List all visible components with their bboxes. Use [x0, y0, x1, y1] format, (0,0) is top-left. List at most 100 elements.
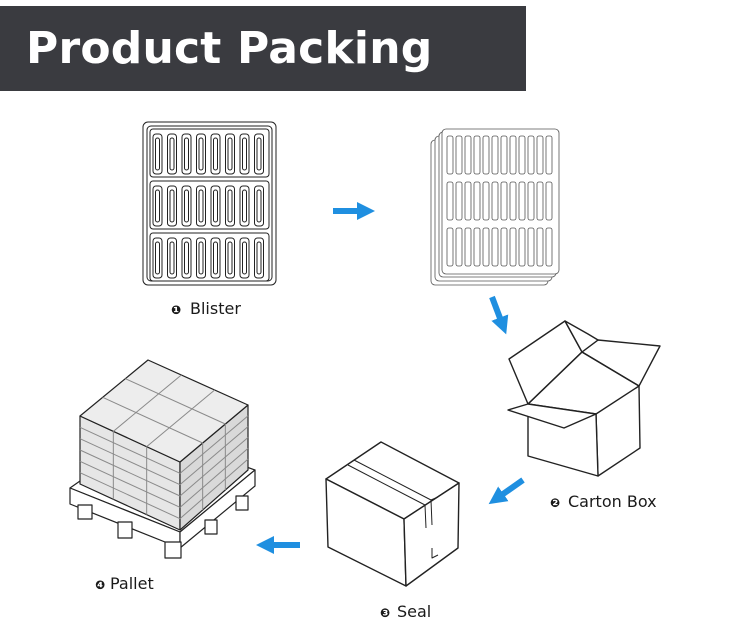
blister-cell [254, 133, 264, 175]
stack-cell [518, 227, 526, 267]
step-2-label: Carton Box [568, 492, 657, 511]
blister-vial [256, 189, 262, 223]
blister-vial [184, 137, 189, 171]
step-4-label: Pallet [110, 574, 154, 593]
step-1-number: ❶ [171, 303, 181, 317]
blister-cell [225, 185, 235, 227]
stack-cell [500, 181, 508, 221]
blister-vial [242, 137, 247, 171]
stack-cell [527, 135, 535, 175]
stack-cell [527, 227, 535, 267]
stack-cell [500, 227, 508, 267]
blister-vial [256, 241, 262, 275]
stack-cell [527, 181, 535, 221]
blister-cell [239, 237, 250, 279]
step-1-label: Blister [190, 299, 241, 318]
blister-cell [196, 185, 206, 227]
blister-cell [167, 133, 177, 175]
blister-cell [225, 133, 235, 175]
blister-cell [181, 237, 192, 279]
pallet-top-line [113, 374, 182, 432]
blister-vial [184, 189, 189, 223]
step-3-label: Seal [397, 602, 431, 621]
blister-vial [155, 241, 160, 275]
pallet-top-line [102, 396, 203, 444]
stack-cell [509, 181, 517, 221]
stack-cell [455, 135, 463, 175]
step-2-number: ❷ [550, 496, 560, 510]
blister-vial [169, 137, 175, 171]
stack-cell [464, 181, 472, 221]
pallet-layer-line [79, 438, 181, 486]
pallet-top-line [125, 378, 226, 425]
carton-box-illustration [507, 320, 661, 477]
step-3-number: ❸ [380, 606, 390, 620]
stack-cell [509, 227, 517, 267]
blister-vial [227, 189, 233, 223]
stack-cell [446, 181, 454, 221]
blister-vial [169, 189, 175, 223]
stack-cell [482, 227, 490, 267]
blister-vial [198, 241, 204, 275]
stacked-blisters-illustration [430, 128, 560, 286]
stack-cell [446, 135, 454, 175]
pallet-layer-line [179, 415, 249, 474]
title-bar: Product Packing [0, 6, 526, 91]
stack-cell [491, 181, 499, 221]
blister-row [149, 128, 270, 178]
blister-cell [167, 185, 177, 227]
blister-cell [254, 185, 264, 227]
blister-vial [198, 137, 204, 171]
blister-cell [210, 133, 221, 175]
pallet-layer-line [79, 460, 181, 508]
stack-cell [455, 181, 463, 221]
blister-row [149, 232, 270, 282]
pallet-layer-line [179, 437, 249, 497]
stack-cell [500, 135, 508, 175]
page-title: Product Packing [26, 23, 433, 74]
blister-cell [152, 237, 163, 279]
stack-cell [464, 227, 472, 267]
stack-cell [518, 135, 526, 175]
stack-cell [446, 227, 454, 267]
stack-cell [491, 227, 499, 267]
blister-cell [196, 133, 206, 175]
pallet-layer-line [179, 447, 249, 508]
blister-cell [196, 237, 206, 279]
blister-cell [181, 185, 192, 227]
stack-cell [464, 135, 472, 175]
blister-vial [198, 189, 204, 223]
blister-cell [210, 237, 221, 279]
blister-cell [210, 185, 221, 227]
stack-cell [536, 181, 544, 221]
step-4-number: ❹ [95, 578, 105, 592]
stack-cell [473, 181, 481, 221]
stack-cell [545, 135, 553, 175]
blister-cell [152, 133, 163, 175]
stack-cell [491, 135, 499, 175]
stack-cell [536, 135, 544, 175]
stack-cell [455, 227, 463, 267]
stack-cell [482, 135, 490, 175]
blister-cell [225, 237, 235, 279]
blister-cell [239, 133, 250, 175]
blister-vial [227, 137, 233, 171]
stack-cell [545, 181, 553, 221]
blister-vial [213, 241, 218, 275]
pallet-layer-line [79, 449, 181, 497]
blister-vial [227, 241, 233, 275]
blister-illustration [142, 121, 277, 286]
stack-cell [473, 135, 481, 175]
pallet-layer-line [179, 426, 249, 486]
pallet-top-line [146, 389, 215, 448]
blister-cell [181, 133, 192, 175]
blister-cell [254, 237, 264, 279]
blister-cell [167, 237, 177, 279]
pallet-layer-line [179, 458, 249, 520]
stack-cell [545, 227, 553, 267]
blister-vial [155, 137, 160, 171]
blister-cell [152, 185, 163, 227]
blister-vial [242, 189, 247, 223]
stack-cell [482, 181, 490, 221]
